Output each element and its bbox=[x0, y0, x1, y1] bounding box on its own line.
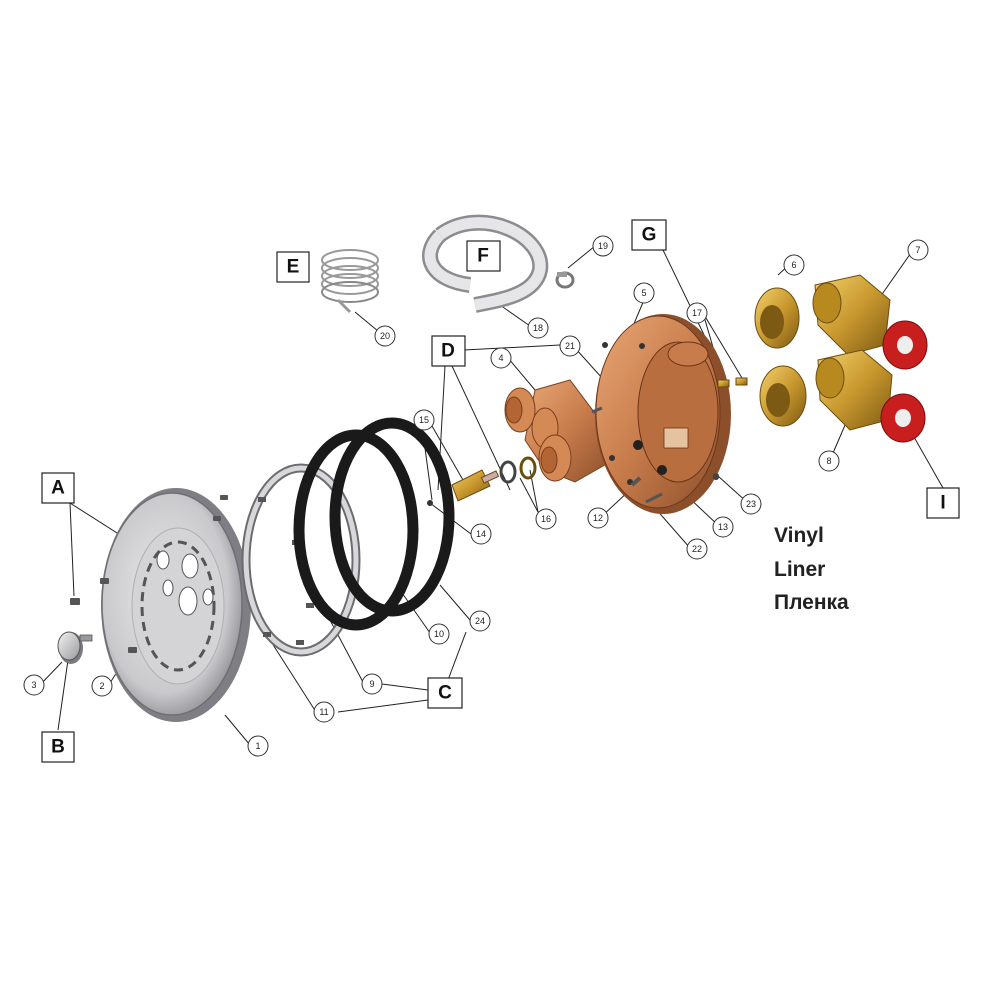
svg-text:3: 3 bbox=[31, 680, 36, 690]
flange-housing bbox=[595, 314, 731, 514]
group-label-a: A bbox=[41, 472, 75, 504]
svg-text:A: A bbox=[51, 478, 65, 499]
copper-coil bbox=[321, 249, 379, 314]
svg-text:D: D bbox=[441, 341, 455, 362]
callout-22: 22 bbox=[686, 538, 708, 560]
callout-18: 18 bbox=[527, 317, 549, 339]
svg-text:24: 24 bbox=[475, 616, 485, 626]
callout-1: 1 bbox=[247, 735, 269, 757]
svg-text:4: 4 bbox=[498, 353, 503, 363]
clamp-ring bbox=[241, 463, 361, 657]
svg-text:21: 21 bbox=[565, 341, 575, 351]
callout-20: 20 bbox=[374, 325, 396, 347]
svg-text:7: 7 bbox=[915, 245, 920, 255]
svg-text:I: I bbox=[940, 493, 945, 514]
group-label-g: G bbox=[631, 219, 667, 251]
callout-6: 6 bbox=[783, 254, 805, 276]
svg-text:C: C bbox=[438, 683, 452, 704]
svg-text:12: 12 bbox=[593, 513, 603, 523]
svg-text:22: 22 bbox=[692, 544, 702, 554]
svg-text:16: 16 bbox=[541, 514, 551, 524]
red-handwheel-icon-2 bbox=[880, 393, 926, 443]
svg-text:2: 2 bbox=[99, 681, 104, 691]
hose-clip bbox=[555, 271, 575, 289]
callout-13: 13 bbox=[712, 516, 734, 538]
svg-text:B: B bbox=[51, 737, 65, 758]
callout-8: 8 bbox=[818, 450, 840, 472]
red-handwheel-icon bbox=[882, 320, 928, 370]
small-fittings bbox=[717, 377, 748, 388]
callout-9: 9 bbox=[361, 673, 383, 695]
group-label-i: I bbox=[926, 487, 960, 519]
callout-19: 19 bbox=[592, 235, 614, 257]
callout-15: 15 bbox=[413, 409, 435, 431]
push-button-knob bbox=[57, 631, 93, 664]
svg-text:19: 19 bbox=[598, 241, 608, 251]
callout-23: 23 bbox=[740, 493, 762, 515]
svg-text:23: 23 bbox=[746, 499, 756, 509]
svg-text:18: 18 bbox=[533, 323, 543, 333]
front-cover-plate bbox=[101, 488, 251, 722]
callout-2: 2 bbox=[91, 675, 113, 697]
callout-5: 5 bbox=[633, 282, 655, 304]
black-gaskets bbox=[293, 417, 455, 631]
caption-line-1: Vinyl bbox=[774, 524, 824, 547]
callout-17: 17 bbox=[686, 302, 708, 324]
group-label-f: F bbox=[466, 240, 501, 272]
callout-21: 21 bbox=[559, 335, 581, 357]
svg-text:13: 13 bbox=[718, 522, 728, 532]
threaded-nipples bbox=[754, 287, 807, 427]
svg-text:5: 5 bbox=[641, 288, 646, 298]
svg-text:G: G bbox=[642, 225, 657, 246]
svg-text:1: 1 bbox=[255, 741, 260, 751]
screws-lower bbox=[591, 406, 719, 504]
caption-line-2: Liner bbox=[774, 558, 826, 581]
callout-10: 10 bbox=[428, 623, 450, 645]
svg-text:10: 10 bbox=[434, 629, 444, 639]
group-label-e: E bbox=[276, 251, 310, 283]
callout-7: 7 bbox=[907, 239, 929, 261]
svg-text:15: 15 bbox=[419, 415, 429, 425]
callout-12: 12 bbox=[587, 507, 609, 529]
svg-text:6: 6 bbox=[791, 260, 796, 270]
group-label-d: D bbox=[431, 335, 466, 367]
svg-text:17: 17 bbox=[692, 308, 702, 318]
svg-text:20: 20 bbox=[380, 331, 390, 341]
jet-body bbox=[504, 379, 611, 483]
washers bbox=[499, 456, 537, 484]
group-label-c: C bbox=[427, 677, 463, 709]
callout-16: 16 bbox=[535, 508, 557, 530]
svg-text:8: 8 bbox=[826, 456, 831, 466]
svg-text:E: E bbox=[287, 257, 300, 278]
callout-14: 14 bbox=[470, 523, 492, 545]
group-label-b: B bbox=[41, 731, 75, 763]
svg-text:14: 14 bbox=[476, 529, 486, 539]
callout-3: 3 bbox=[23, 674, 45, 696]
flexible-hose bbox=[422, 214, 549, 313]
svg-text:11: 11 bbox=[319, 707, 328, 717]
svg-text:9: 9 bbox=[369, 679, 374, 689]
brass-insert bbox=[427, 469, 500, 506]
callout-24: 24 bbox=[469, 610, 491, 632]
callout-4: 4 bbox=[490, 347, 512, 369]
gate-valves bbox=[812, 274, 928, 443]
screw-part-2 bbox=[70, 495, 228, 653]
callout-11: 11 bbox=[313, 701, 335, 723]
svg-text:F: F bbox=[477, 246, 489, 267]
caption-line-3: Пленка bbox=[774, 591, 849, 614]
